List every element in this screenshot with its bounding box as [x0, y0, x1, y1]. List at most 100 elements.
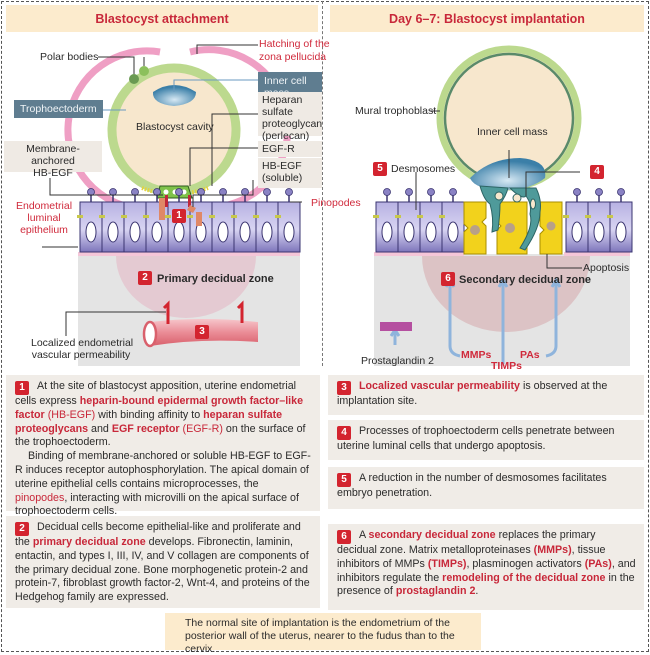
egf-receptor	[188, 195, 191, 207]
text-run: develops. Fibronectin, laminin, entactin…	[15, 536, 310, 604]
highlighted-term: (PAs)	[584, 557, 612, 570]
leader-lines	[415, 110, 582, 269]
label-polar-bodies: Polar bodies	[40, 51, 99, 63]
right-panel-title: Day 6–7: Blastocyst implantation	[330, 5, 644, 32]
panel-divider	[322, 1, 323, 366]
label-membrane-anchored-hbegf: Membrane-anchored HB-EGF	[4, 141, 102, 179]
text-run: , plasminogen activators	[466, 557, 585, 570]
label-mmps: MMPs	[461, 349, 492, 361]
note-6-paragraph-1: A secondary decidual zone replaces the p…	[337, 529, 636, 597]
text-run: on the surface of the trophoectoderm.	[15, 422, 306, 449]
highlighted-term: (HB-EGF)	[47, 408, 96, 421]
endometrial-epithelium	[373, 188, 633, 253]
note-5-number: 5	[337, 473, 351, 487]
text-run: with binding affinity to	[95, 408, 204, 421]
note-4-number: 4	[337, 426, 351, 440]
heparan-line3: (perlecan)	[262, 130, 310, 142]
epithelial-cell	[373, 188, 399, 253]
text-run: Binding of membrane-anchored or soluble …	[15, 450, 311, 490]
text-run: A reduction in the number of desmosomes …	[337, 472, 607, 499]
highlighted-term: prostaglandin 2	[395, 585, 476, 598]
text-run: At the site of blastocyst apposition, ut…	[15, 380, 297, 407]
label-pinopodes: Pinopodes	[311, 197, 361, 209]
note-5-paragraph-1: A reduction in the number of desmosomes …	[337, 472, 607, 499]
label-primary-decidual-zone: Primary decidual zone	[157, 273, 274, 285]
label-pas: PAs	[520, 349, 540, 361]
basement-membrane	[374, 252, 464, 256]
label-hbegf-soluble: HB-EGF (soluble)	[258, 158, 322, 188]
prostaglandin-marker	[380, 322, 412, 331]
soluble-hbegf-fragment	[187, 205, 196, 213]
highlighted-term: pinopodes	[15, 491, 65, 504]
label-timps: TIMPs	[491, 360, 522, 372]
soluble-hbegf	[196, 212, 202, 226]
text-run: , tissue inhibitors of MMPs	[337, 544, 606, 570]
membrane-anchored-line1: Membrane-anchored	[26, 143, 80, 167]
blastocyst-attachment-diagram	[42, 44, 302, 366]
highlighted-term: (EGF-R)	[182, 422, 223, 435]
epithelial-cell	[77, 188, 103, 253]
epithelial-cell	[607, 188, 633, 253]
highlighted-term: EGF receptor	[111, 422, 180, 435]
label-endometrial-epithelium: Endometrial luminal epithelium	[16, 200, 72, 236]
leader-lines	[42, 44, 302, 336]
heparan-line2: proteoglycan	[262, 118, 323, 130]
note-1-number: 1	[15, 381, 29, 395]
label-egfr: EGF-R	[258, 141, 322, 157]
highlighted-term: heparan sulfate proteoglycans	[15, 408, 283, 435]
polar-body	[129, 74, 139, 84]
label-hatching-line1: Hatching of the	[259, 38, 330, 50]
label-vascular-permeability: Localized endometrial vascular permeabil…	[31, 337, 134, 361]
egf-receptor	[165, 195, 168, 207]
label-secondary-decidual-zone: Secondary decidual zone	[459, 274, 592, 286]
endometrial-line3: epithelium	[20, 224, 68, 236]
epithelial-cell	[253, 188, 279, 253]
apoptotic-cells	[463, 201, 563, 255]
footer-line-1: The normal site of implantation is the e…	[185, 617, 450, 629]
epithelial-cell	[209, 188, 235, 253]
epithelial-cell	[585, 188, 611, 253]
highlighted-term: primary decidual zone	[32, 536, 146, 548]
note-1-paragraph-1: At the site of blastocyst apposition, ut…	[15, 380, 306, 448]
text-run: Decidual cells become epithelial-like an…	[15, 521, 301, 548]
membrane-anchored-hbegf	[159, 198, 165, 220]
marker-5: 5	[373, 162, 387, 176]
text-run: is observed at the implantation site.	[337, 380, 608, 407]
highlighted-term: secondary decidual zone	[368, 529, 496, 541]
footer-line-2: posterior wall of the uterus, nearer to …	[185, 630, 455, 655]
right-panel-title-text: Day 6–7: Blastocyst implantation	[389, 11, 585, 26]
text-run: Processes of trophoectoderm cells penetr…	[337, 425, 615, 452]
label-inner-cell-mass-right: Inner cell mass	[477, 126, 548, 138]
hbegf-soluble-line1: HB-EGF	[262, 160, 302, 172]
hbegf-soluble-line2: (soluble)	[262, 172, 303, 184]
inner-cell-mass	[152, 85, 196, 106]
highlighted-term: (TIMPs)	[427, 557, 467, 570]
epithelial-cell	[275, 188, 301, 253]
epithelial-cell	[439, 188, 465, 253]
left-panel-title-text: Blastocyst attachment	[95, 11, 229, 26]
highlighted-term: (MMPs)	[533, 544, 572, 556]
basement-membrane	[78, 252, 300, 256]
epithelial-cell	[187, 188, 213, 253]
text-run: and	[88, 422, 112, 435]
endometrial-line2: luminal	[27, 212, 61, 224]
label-prostaglandin-2: Prostaglandin 2	[361, 355, 434, 367]
vascular-line2: vascular permeability	[31, 349, 131, 361]
highlighted-term: remodeling of the decidual zone	[442, 571, 606, 584]
epithelial-cell	[121, 188, 147, 253]
note-2-number: 2	[15, 522, 29, 536]
endometrial-epithelium	[77, 188, 301, 253]
endometrial-line1: Endometrial	[16, 200, 73, 212]
vascular-line1: Localized endometrial	[31, 337, 134, 349]
marker-6: 6	[441, 272, 455, 286]
note-2-paragraph-1: Decidual cells become epithelial-like an…	[15, 521, 310, 603]
note-4-paragraph-1: Processes of trophoectoderm cells penetr…	[337, 425, 614, 452]
text-run: in the presence of	[337, 571, 635, 598]
text-run: .	[475, 585, 479, 598]
